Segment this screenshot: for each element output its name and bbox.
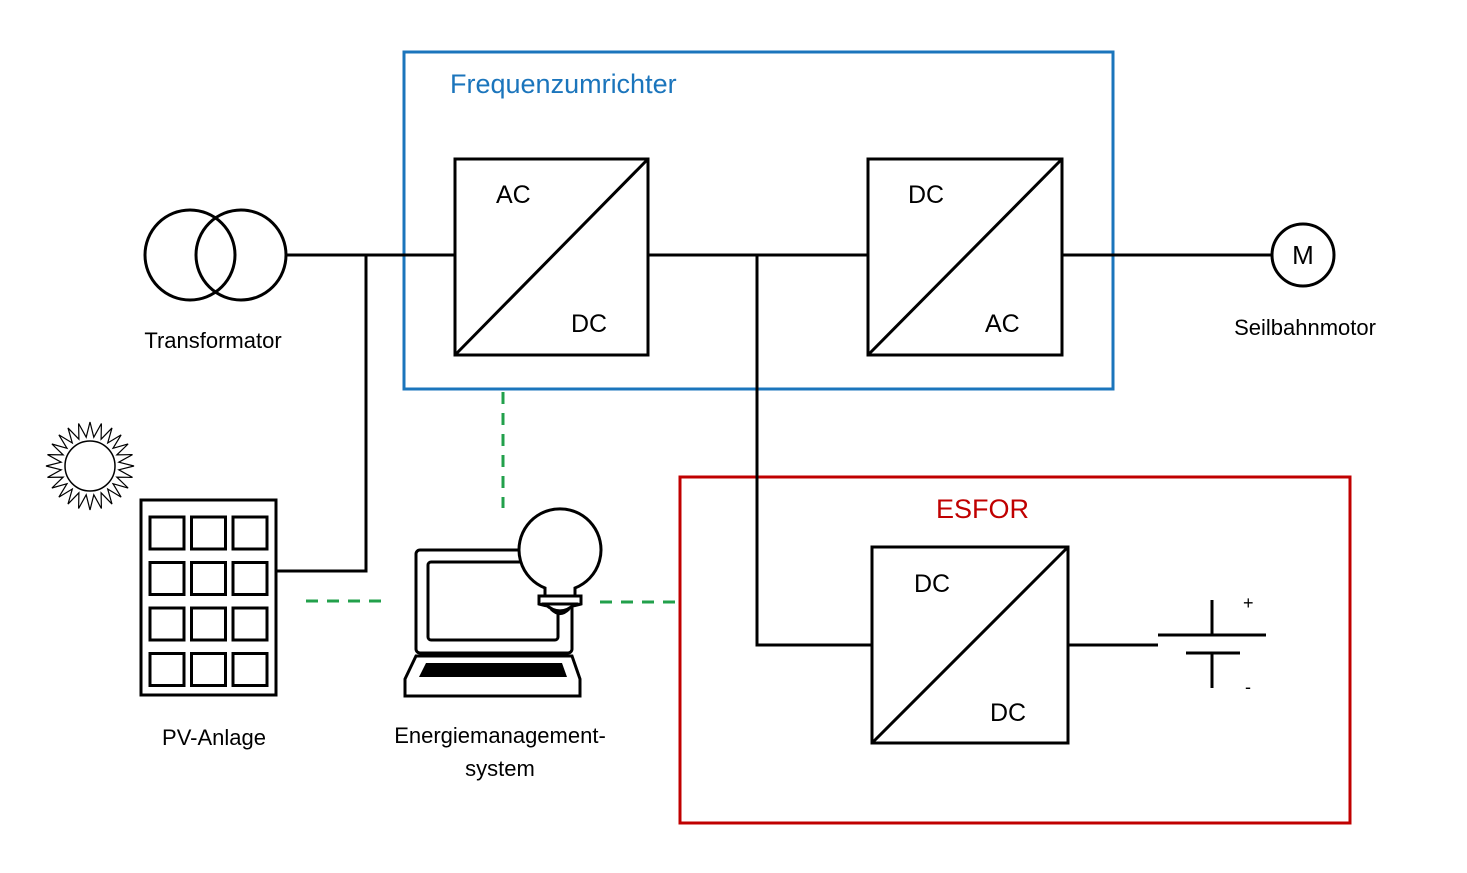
esfor-title: ESFOR xyxy=(936,494,1029,524)
inverter-block xyxy=(866,157,1064,357)
motor-icon xyxy=(1270,222,1336,288)
pv-label: PV-Anlage xyxy=(162,725,266,750)
solar-cell xyxy=(190,652,227,687)
solar-cell xyxy=(190,561,227,596)
frequency-converter-title: Frequenzumrichter xyxy=(450,69,677,99)
solar-cell xyxy=(231,652,269,687)
communication-links xyxy=(306,392,680,604)
dcdc-top-label: DC xyxy=(914,570,950,598)
solar-cell xyxy=(190,606,227,642)
motor-symbol: M xyxy=(1292,240,1314,270)
sun-icon xyxy=(45,421,135,511)
esfor-frame xyxy=(678,475,1352,825)
inverter-bottom-label: AC xyxy=(985,310,1020,338)
solar-panel-icon xyxy=(139,498,278,697)
transformer-icon xyxy=(143,208,288,302)
solar-cell xyxy=(148,606,186,642)
motor-label: Seilbahnmotor xyxy=(1234,315,1376,340)
solar-cell xyxy=(231,561,269,596)
battery-plus: + xyxy=(1243,593,1254,613)
solar-cell xyxy=(148,561,186,596)
solar-cell xyxy=(231,515,269,551)
transformer-label: Transformator xyxy=(144,328,281,353)
ems-label-line1: Energiemanagement- xyxy=(394,723,606,748)
rectifier-top-label: AC xyxy=(496,181,531,209)
ems-label-line2: system xyxy=(465,756,535,781)
rectifier-bottom-label: DC xyxy=(571,310,607,338)
dcdc-bottom-label: DC xyxy=(990,699,1026,727)
solar-cell xyxy=(190,515,227,551)
battery-minus: - xyxy=(1245,677,1251,697)
solar-cell xyxy=(231,606,269,642)
laptop-lightbulb-icon xyxy=(403,507,603,698)
battery-icon xyxy=(1158,600,1266,688)
inverter-top-label: DC xyxy=(908,181,944,209)
solar-cell xyxy=(148,515,186,551)
power-lines xyxy=(276,253,1272,647)
rectifier-block xyxy=(453,157,650,357)
dcdc-converter-block xyxy=(870,545,1070,745)
solar-cell xyxy=(148,652,186,687)
